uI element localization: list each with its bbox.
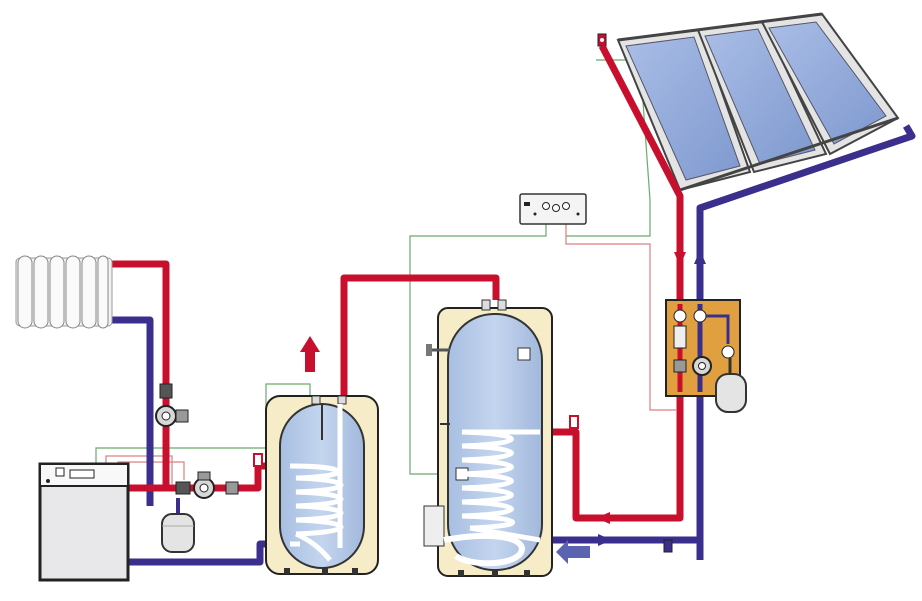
anode-icon — [426, 344, 450, 356]
gauge-icon — [693, 309, 707, 323]
heating-circuit-pump-icon — [155, 383, 189, 427]
hot-water-cylinder — [265, 395, 379, 575]
boiler-expansion-vessel-icon — [161, 498, 195, 553]
temperature-sensor-icon — [663, 539, 673, 553]
immersion-heater-icon — [423, 505, 525, 567]
arrow-up-icon — [694, 250, 706, 264]
temperature-sensor-icon — [569, 415, 579, 429]
gauge-icon — [721, 345, 735, 359]
solar-collector-array — [597, 12, 900, 192]
boiler-icon — [38, 462, 130, 582]
flow-arrows — [300, 250, 706, 564]
cold-water-inlet-arrow-icon — [556, 540, 590, 564]
arrow-left-icon — [596, 512, 610, 524]
solar-pump-station-icon — [665, 299, 741, 397]
solar-heat-exchanger-coil — [461, 429, 541, 543]
radiator-icon — [15, 255, 113, 329]
control-wire-green — [409, 224, 547, 475]
gauge-icon — [673, 309, 687, 323]
flow-pipes — [108, 44, 684, 522]
solar-expansion-vessel-icon — [715, 358, 747, 413]
heat-exchanger-coil — [289, 463, 344, 562]
temperature-sensor-icon — [253, 453, 263, 467]
collector-sensor-icon — [597, 33, 607, 47]
solar-storage-tank — [423, 299, 673, 577]
boiler-charge-pump-icon — [175, 471, 239, 499]
solar-controller-icon — [519, 193, 587, 225]
hot-water-outlet-arrow-icon — [300, 336, 320, 372]
sensor-pocket-icon — [517, 347, 531, 361]
arrow-down-icon — [674, 252, 686, 266]
solar-panel-icon — [616, 28, 752, 192]
arrow-right-icon — [598, 534, 612, 546]
control-wire-red — [565, 224, 676, 411]
